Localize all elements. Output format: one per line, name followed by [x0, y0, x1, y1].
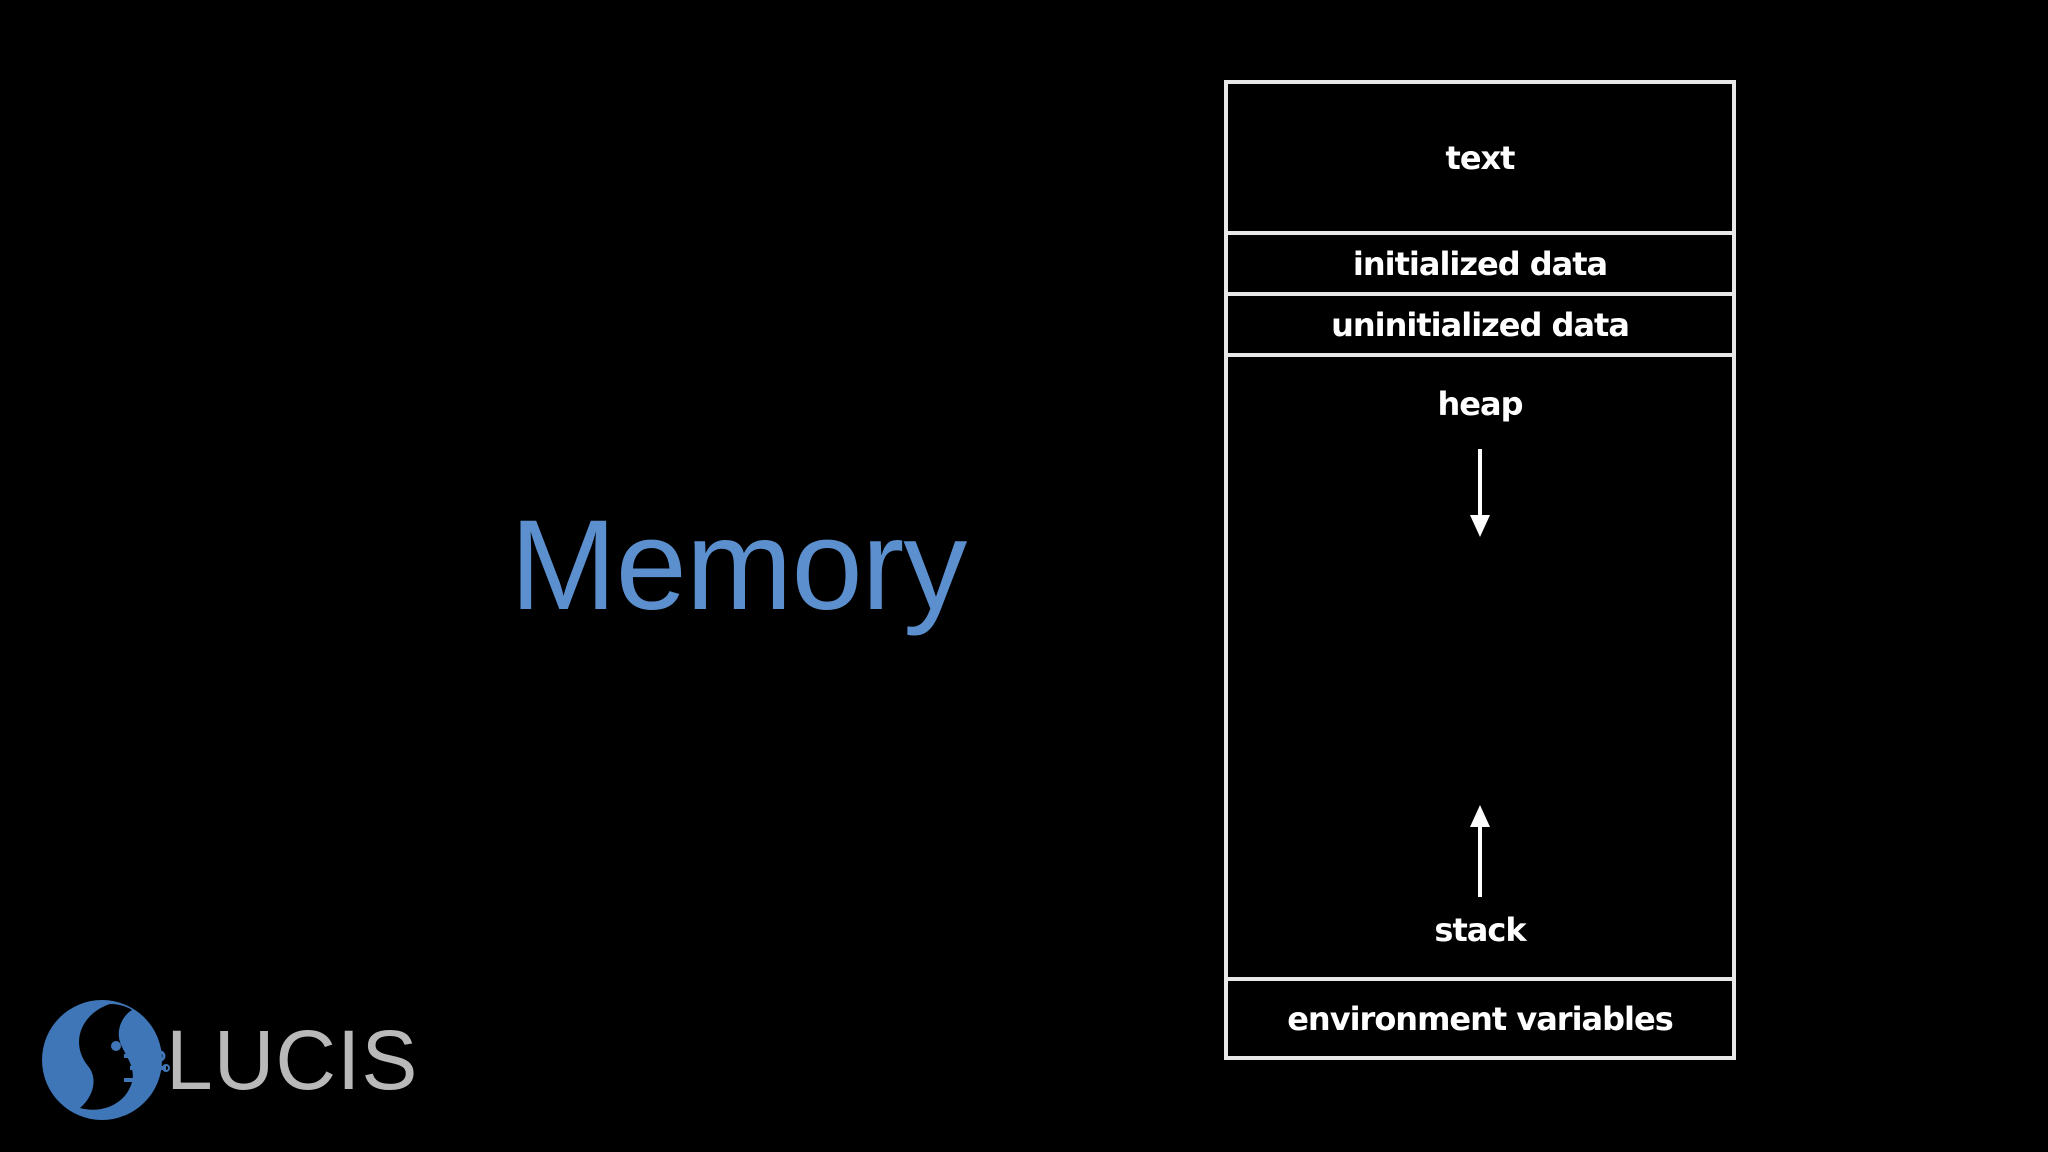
segment-environment-variables: environment variables	[1228, 981, 1732, 1056]
lucis-logo: LUCIS	[40, 996, 417, 1126]
segment-text: text	[1228, 84, 1732, 235]
memory-layout-diagram: text initialized data uninitialized data…	[1224, 80, 1736, 1060]
segment-uninitialized-data-label: uninitialized data	[1331, 305, 1630, 344]
segment-stack-label: stack	[1434, 911, 1526, 949]
segment-uninitialized-data: uninitialized data	[1228, 296, 1732, 357]
segment-initialized-data-label: initialized data	[1352, 244, 1608, 283]
segment-heap-label: heap	[1437, 385, 1524, 423]
stack-growth-up-arrow-icon	[1470, 805, 1490, 897]
heap-growth-down-arrow-icon	[1470, 449, 1490, 537]
segment-initialized-data: initialized data	[1228, 235, 1732, 296]
slide-title: Memory	[510, 494, 967, 637]
segment-environment-variables-label: environment variables	[1287, 999, 1674, 1038]
segment-text-label: text	[1445, 138, 1516, 177]
logo-text: LUCIS	[166, 1013, 419, 1107]
segment-heap-stack: heap stack	[1228, 357, 1732, 981]
lucis-swirl-logo-icon	[42, 1000, 170, 1120]
